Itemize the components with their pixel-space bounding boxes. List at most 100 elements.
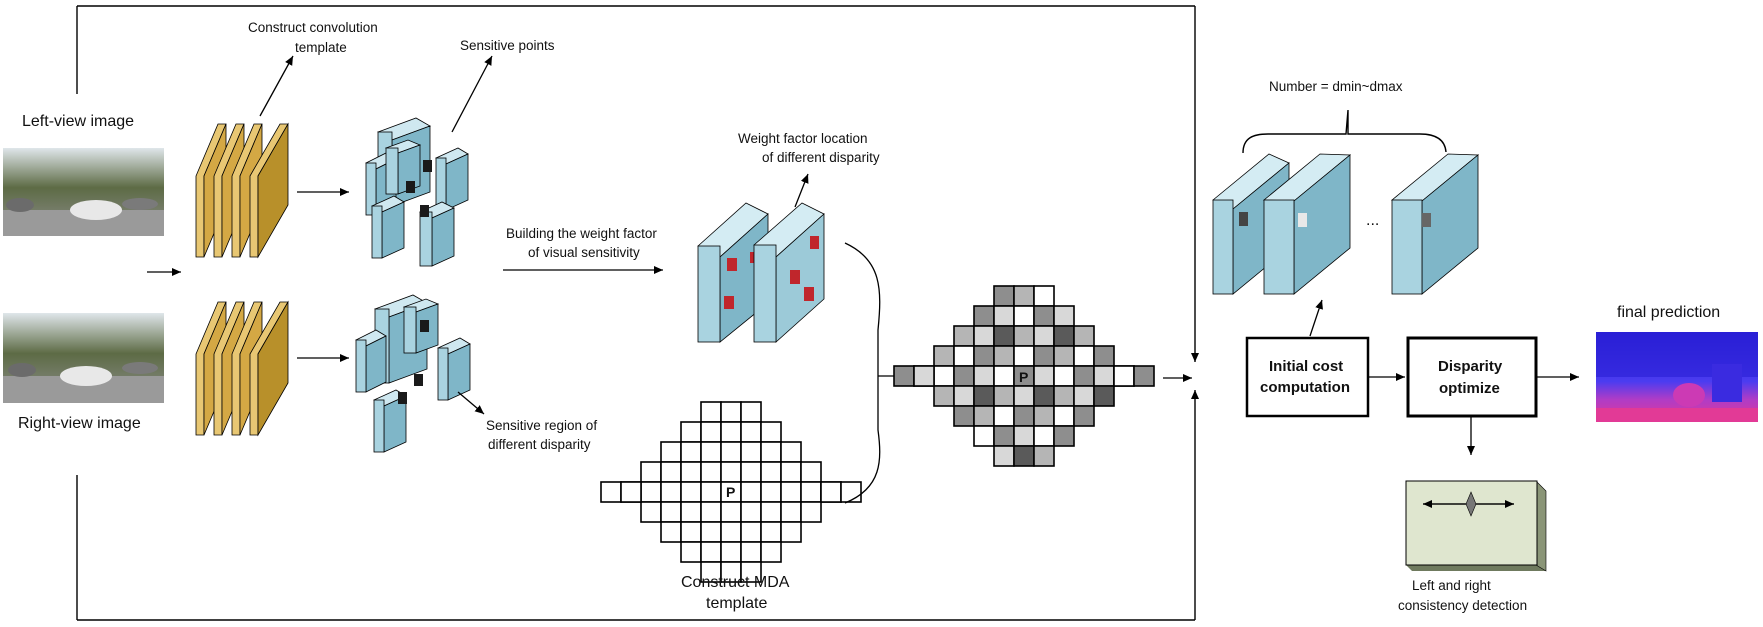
grid-cell: [780, 461, 802, 483]
grid-cell: [1073, 345, 1095, 367]
grid-cell: [993, 385, 1015, 407]
weighted-mda-grid: [893, 285, 1155, 467]
weight-factor-maps: [697, 202, 825, 343]
grid-cell: [1093, 385, 1115, 407]
grid-cell: [973, 305, 995, 327]
mda-p-mark: P: [726, 484, 735, 500]
module-frame: [76, 5, 1199, 621]
grid-cell: [640, 501, 662, 523]
grid-cell: [973, 385, 995, 407]
conv-template-label-1: Construct convolution: [248, 20, 378, 35]
disparity-optimize-box: [1406, 336, 1538, 418]
final-prediction-label: final prediction: [1617, 304, 1720, 321]
left-view-label: Left-view image: [22, 113, 134, 130]
grid-cell: [993, 425, 1015, 447]
grid-cell: [973, 365, 995, 387]
right-view-image: [3, 313, 164, 403]
weight-location-label-1: Weight factor location: [738, 131, 868, 146]
disparity-range-label: Number = dmin~dmax: [1269, 79, 1403, 94]
conv-template-pointer: [259, 55, 294, 117]
sensitive-points-pointer: [451, 55, 493, 133]
grid-cell: [760, 481, 782, 503]
initial-cost-box: [1245, 336, 1370, 418]
grid-cell: [740, 481, 762, 503]
grid-cell: [740, 421, 762, 443]
grid-cell: [1033, 325, 1055, 347]
grid-cell: [720, 461, 742, 483]
grid-cell: [993, 405, 1015, 427]
grid-cell: [1013, 285, 1035, 307]
cost-volume-ellipsis: ...: [1366, 212, 1379, 229]
grid-cell: [760, 541, 782, 563]
mda-template-label-2: template: [706, 595, 767, 612]
weight-location-pointer: [794, 173, 809, 208]
initial-cost-label-2: computation: [1260, 379, 1350, 396]
final-prediction-image: [1596, 332, 1758, 422]
grid-cell: [1093, 365, 1115, 387]
disparity-optimize-label-2: optimize: [1439, 380, 1500, 397]
grid-cell: [1053, 405, 1075, 427]
sensitive-mark: [810, 236, 819, 249]
right-view-label: Right-view image: [18, 415, 141, 432]
grid-cell: [1053, 345, 1075, 367]
grid-cell: [700, 421, 722, 443]
grid-cell: [1073, 365, 1095, 387]
grid-cell: [700, 521, 722, 543]
grid-cell: [953, 325, 975, 347]
grid-cell: [953, 365, 975, 387]
grid-cell: [993, 445, 1015, 467]
grid-cell: [660, 441, 682, 463]
mda-template-label-1: Construct MDA: [681, 574, 790, 591]
conv-template-bottom: [195, 300, 289, 437]
grid-cell: [1033, 385, 1055, 407]
grid-cell: [820, 481, 842, 503]
grid-cell: [1033, 445, 1055, 467]
sensitive-region-pointer: [457, 391, 485, 415]
weight-location-label-2: of different disparity: [762, 150, 880, 165]
grid-cell: [993, 365, 1015, 387]
grid-cell: [1013, 345, 1035, 367]
grid-cell: [800, 501, 822, 523]
grid-cell: [993, 345, 1015, 367]
grid-cell: [680, 421, 702, 443]
grid-cell: [740, 541, 762, 563]
grid-cell: [740, 501, 762, 523]
grid-cell: [700, 501, 722, 523]
grid-cell: [680, 441, 702, 463]
disparity-range-brace: [1242, 109, 1447, 154]
consistency-label-2: consistency detection: [1398, 598, 1527, 613]
grid-cell: [1033, 305, 1055, 327]
grid-cell: [760, 521, 782, 543]
grid-cell: [1013, 385, 1035, 407]
grid-cell: [780, 441, 802, 463]
grid-cell: [973, 325, 995, 347]
grid-cell: [760, 461, 782, 483]
grid-cell: [720, 541, 742, 563]
grid-cell: [1073, 405, 1095, 427]
grid-cell: [660, 481, 682, 503]
grid-cell: [953, 345, 975, 367]
conv-template-top: [195, 122, 289, 259]
grid-cell: [700, 441, 722, 463]
sensitive-mark: [727, 258, 737, 271]
initial-cost-label-1: Initial cost: [1269, 358, 1343, 375]
grid-cell: [1053, 425, 1075, 447]
grid-cell: [1033, 345, 1055, 367]
grid-cell: [1033, 405, 1055, 427]
grid-cell: [1033, 285, 1055, 307]
grid-cell: [760, 441, 782, 463]
grid-cell: [993, 305, 1015, 327]
merge-curve-bottom: [844, 378, 881, 504]
grid-cell: [973, 345, 995, 367]
grid-cell: [660, 461, 682, 483]
grid-cell: [720, 401, 742, 423]
grid-cell: [933, 345, 955, 367]
grid-cell: [1053, 365, 1075, 387]
merge-curve-top: [844, 242, 881, 378]
sensitive-points-cluster-top: [365, 117, 469, 267]
grid-cell: [800, 481, 822, 503]
grid-cell: [953, 385, 975, 407]
grid-cell: [780, 521, 802, 543]
sensitive-mark: [724, 296, 734, 309]
sensitive-mark: [790, 270, 800, 284]
